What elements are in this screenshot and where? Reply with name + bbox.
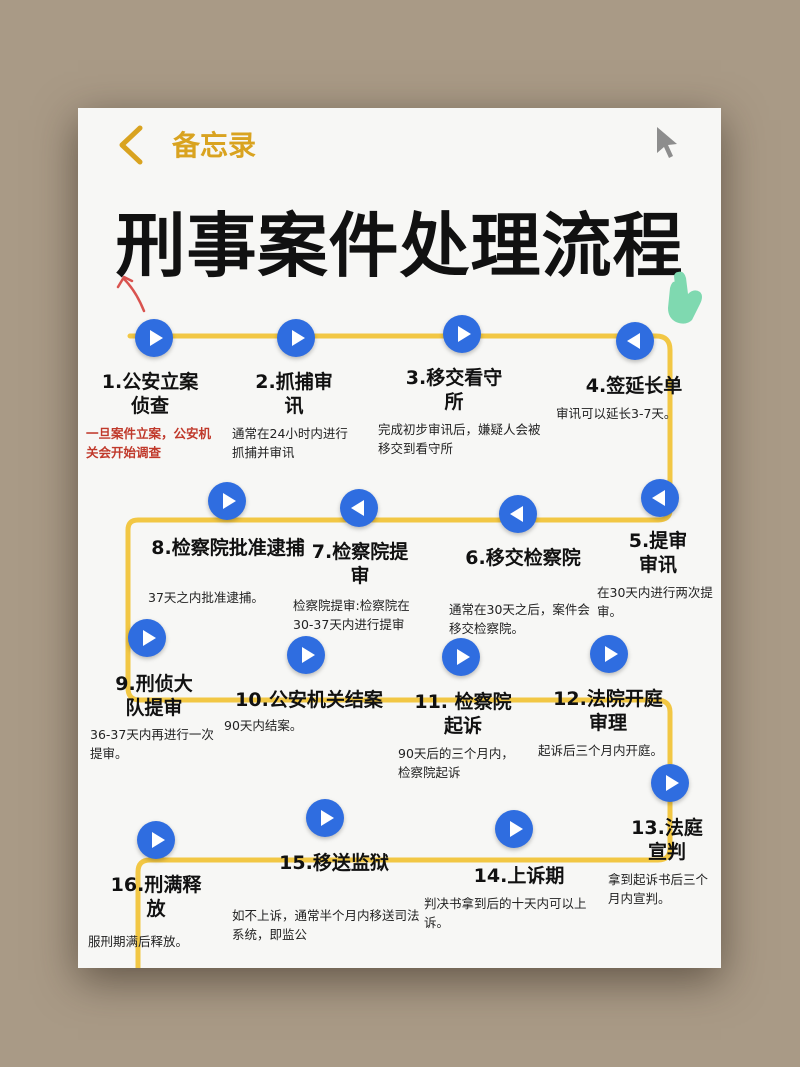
step-15-play-button[interactable] xyxy=(306,799,344,837)
step-8-play-button[interactable] xyxy=(208,482,246,520)
back-label[interactable]: 备忘录 xyxy=(172,129,257,162)
step-11-play-button[interactable] xyxy=(442,638,480,676)
step-15-desc: 如不上诉，通常半个月内移送司法系统，即监公 xyxy=(232,908,420,942)
step-3-desc: 完成初步审讯后，嫌疑人会被移交到看守所 xyxy=(378,422,541,456)
page-title: 刑事案件处理流程 xyxy=(115,205,684,287)
step-6-title: 6.移交检察院 xyxy=(465,547,581,569)
step-1-title: 1.公安立案侦查 xyxy=(101,371,199,417)
play-icon xyxy=(292,330,305,346)
step-15-title: 15.移送监狱 xyxy=(279,852,389,874)
step-16-desc: 服刑期满后释放。 xyxy=(88,934,189,949)
step-10-title: 10.公安机关结案 xyxy=(235,689,383,711)
step-6-play-button[interactable] xyxy=(499,495,537,533)
step-14-play-button[interactable] xyxy=(495,810,533,848)
play-icon xyxy=(458,326,471,342)
memo-card: 备忘录 刑事案件处理流程 xyxy=(78,108,721,968)
step-12-desc: 起诉后三个月内开庭。 xyxy=(538,743,664,758)
step-9-desc: 36-37天内再进行一次提审。 xyxy=(90,727,214,761)
play-icon xyxy=(150,330,163,346)
step-4-desc: 审讯可以延长3-7天。 xyxy=(556,406,677,421)
hand-pointer-icon xyxy=(668,271,702,324)
step-3-play-button[interactable] xyxy=(443,315,481,353)
step-8-title: 8.检察院批准逮捕 xyxy=(151,537,305,559)
step-12-play-button[interactable] xyxy=(590,635,628,673)
step-12-title: 12.法院开庭审理 xyxy=(553,688,663,734)
play-icon xyxy=(627,333,640,349)
step-2-title: 2.抓捕审讯 xyxy=(255,371,333,417)
step-5-desc: 在30天内进行两次提审。 xyxy=(597,585,713,619)
step-14-title: 14.上诉期 xyxy=(473,865,565,887)
step-1-desc: 一旦案件立案，公安机关会开始调查 xyxy=(86,426,212,460)
step-6-desc: 通常在30天之后，案件会移交检察院。 xyxy=(449,602,590,636)
step-13-title: 13.法庭宣判 xyxy=(631,817,703,863)
play-icon xyxy=(302,647,315,663)
play-icon xyxy=(223,493,236,509)
play-icon xyxy=(605,646,618,662)
play-icon xyxy=(143,630,156,646)
step-16-play-button[interactable] xyxy=(137,821,175,859)
play-icon xyxy=(351,500,364,516)
step-1-play-button[interactable] xyxy=(135,319,173,357)
step-9-play-button[interactable] xyxy=(128,619,166,657)
play-icon xyxy=(510,821,523,837)
top-bar: 备忘录 xyxy=(78,108,721,178)
play-icon xyxy=(152,832,165,848)
step-3-title: 3.移交看守所 xyxy=(405,367,503,413)
step-13-play-button[interactable] xyxy=(651,764,689,802)
step-5-title: 5.提审审讯 xyxy=(628,530,688,576)
chevron-left-icon[interactable] xyxy=(116,124,146,166)
play-icon xyxy=(652,490,665,506)
step-2-play-button[interactable] xyxy=(277,319,315,357)
cursor-arrow-icon xyxy=(657,127,677,158)
play-icon xyxy=(321,810,334,826)
step-2-desc: 通常在24小时内进行抓捕并审讯 xyxy=(232,426,348,460)
play-icon xyxy=(457,649,470,665)
arrow-up-icon xyxy=(116,275,146,313)
step-9-title: 9.刑侦大队提审 xyxy=(115,673,193,719)
step-7-title: 7.检察院提审 xyxy=(311,541,409,587)
play-icon xyxy=(510,506,523,522)
step-10-play-button[interactable] xyxy=(287,636,325,674)
step-7-play-button[interactable] xyxy=(340,489,378,527)
step-14-desc: 判决书拿到后的十天内可以上诉。 xyxy=(424,896,587,930)
step-7-desc: 检察院提审:检察院在30-37天内进行提审 xyxy=(293,598,410,632)
step-13-desc: 拿到起诉书后三个月内宣判。 xyxy=(608,872,709,906)
step-11-title: 11. 检察院起诉 xyxy=(414,691,512,737)
step-5-play-button[interactable] xyxy=(641,479,679,517)
step-16-title: 16.刑满释放 xyxy=(110,874,202,920)
step-8-desc: 37天之内批准逮捕。 xyxy=(148,590,264,605)
play-icon xyxy=(666,775,679,791)
step-4-title: 4.签延长单 xyxy=(585,375,683,397)
step-11-desc: 90天后的三个月内，检察院起诉 xyxy=(398,746,514,780)
step-10-desc: 90天内结案。 xyxy=(224,718,303,733)
step-4-play-button[interactable] xyxy=(616,322,654,360)
